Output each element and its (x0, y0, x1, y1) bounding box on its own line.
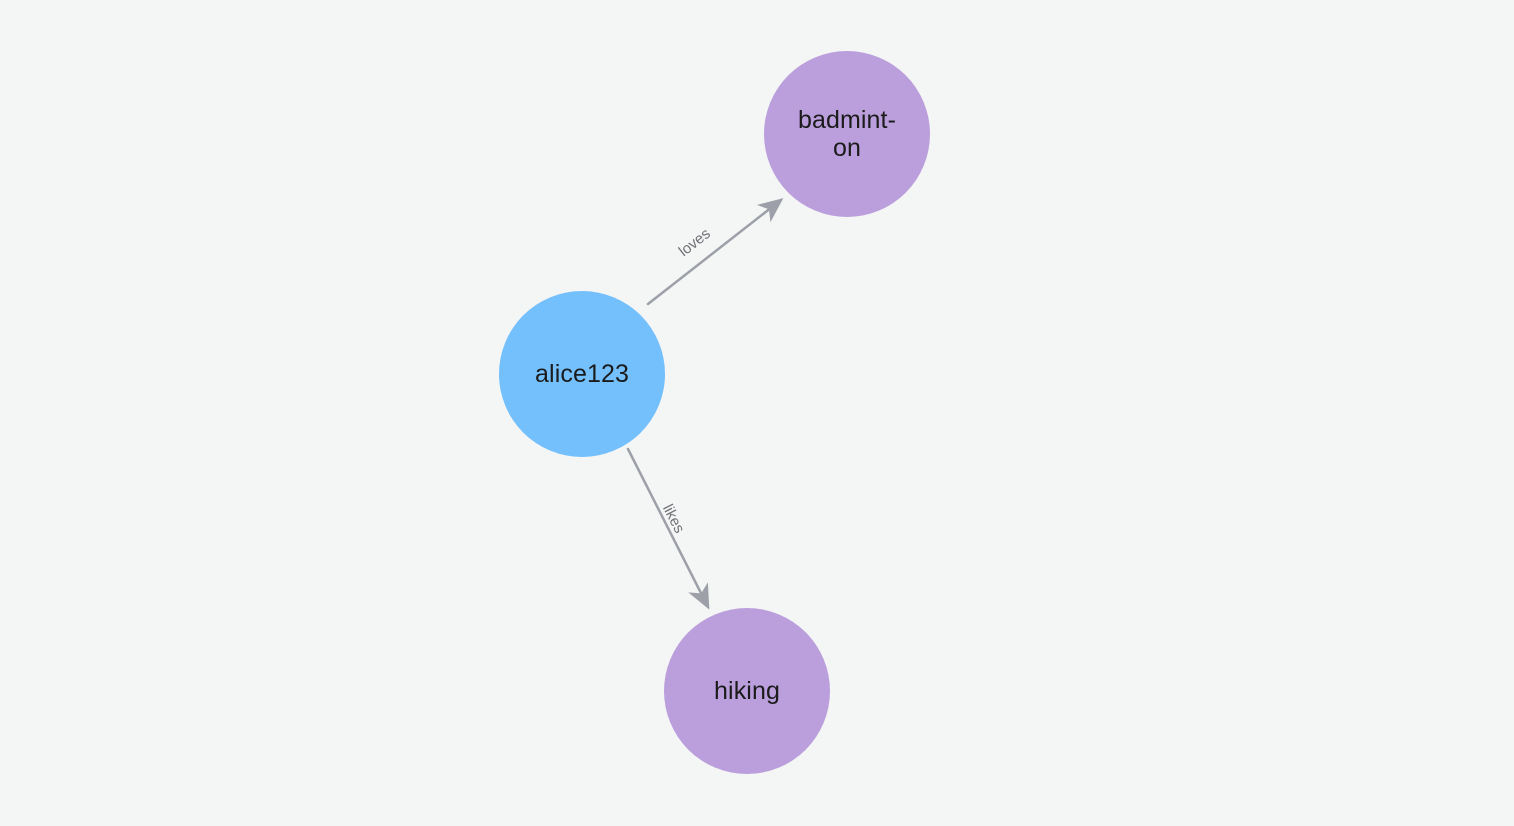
edge-label-loves[interactable]: loves (675, 225, 714, 261)
graph-node-alice123[interactable]: alice123 (499, 291, 665, 457)
graph-node-badminton[interactable]: badmint- on (764, 51, 930, 217)
graph-node-hiking-label: hiking (714, 677, 780, 705)
graph-node-alice123-label: alice123 (535, 360, 629, 388)
graph-node-badminton-label: badmint- on (797, 106, 897, 162)
graph-node-hiking[interactable]: hiking (664, 608, 830, 774)
edge-line-loves (646, 198, 784, 306)
edge-label-likes[interactable]: likes (659, 501, 688, 537)
